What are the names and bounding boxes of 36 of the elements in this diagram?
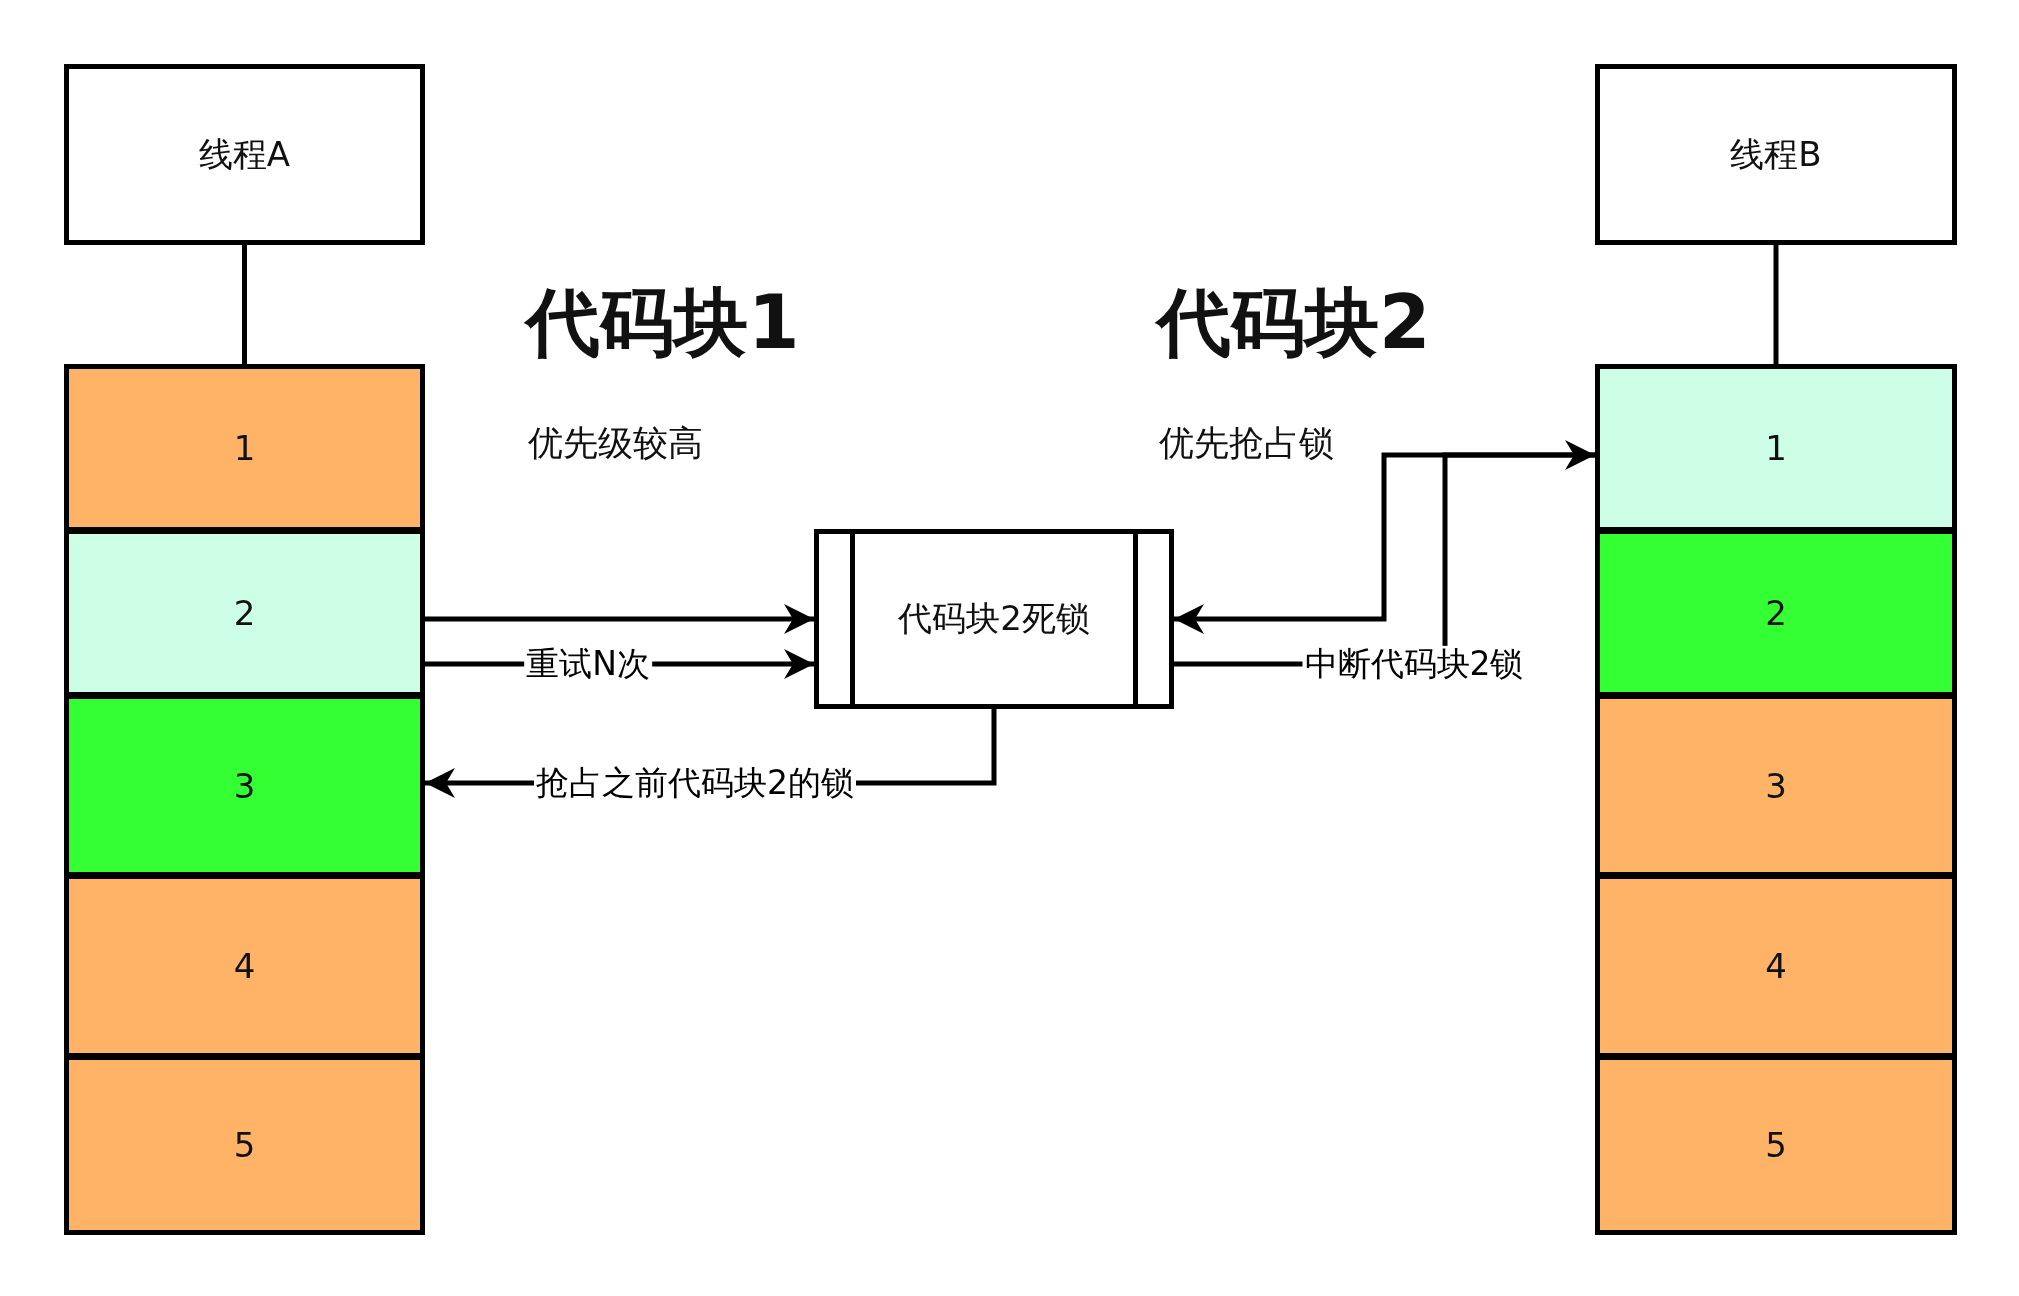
code-block-cell <box>1595 874 1957 1058</box>
thread-box <box>1595 64 1957 245</box>
code-block-cell <box>64 874 425 1058</box>
code-block-cell <box>1595 364 1957 532</box>
cell-number: 5 <box>1765 1125 1787 1165</box>
arrow <box>1174 452 1595 634</box>
note-text: 优先抢占锁 <box>1159 424 1334 463</box>
cell-number: 4 <box>233 946 256 986</box>
connector-line <box>1773 245 1779 364</box>
note-text: 优先级较高 <box>528 424 703 463</box>
cell-number: 1 <box>1765 428 1787 468</box>
cell-number: 4 <box>1765 946 1787 986</box>
heading: 代码块1 <box>526 282 800 364</box>
code-block-cell <box>64 694 425 877</box>
heading: 代码块2 <box>1157 282 1431 364</box>
thread-label: 线程A <box>198 132 291 176</box>
code-block-cell <box>64 529 425 697</box>
connector-line <box>242 245 247 364</box>
thread-box <box>64 64 425 245</box>
cell-number: 2 <box>1765 593 1787 633</box>
arrow <box>425 604 814 634</box>
code-block-cell <box>1595 529 1957 697</box>
cell-number: 3 <box>1765 765 1787 806</box>
code-block-cell <box>64 1055 425 1235</box>
edge-label: 重试N次 <box>524 645 652 683</box>
cell-number: 1 <box>233 428 256 468</box>
edge-label: 抢占之前代码块2的锁 <box>534 764 856 802</box>
cell-number: 5 <box>233 1125 256 1165</box>
thread-label: 线程B <box>1730 132 1822 176</box>
code-block-cell <box>1595 694 1957 877</box>
code-block-cell <box>1595 1055 1957 1235</box>
code-block-cell <box>64 364 425 532</box>
process-box <box>814 529 1174 709</box>
cell-number: 3 <box>233 765 256 806</box>
cell-number: 2 <box>233 593 256 633</box>
process-label: 代码块2死锁 <box>898 597 1090 640</box>
